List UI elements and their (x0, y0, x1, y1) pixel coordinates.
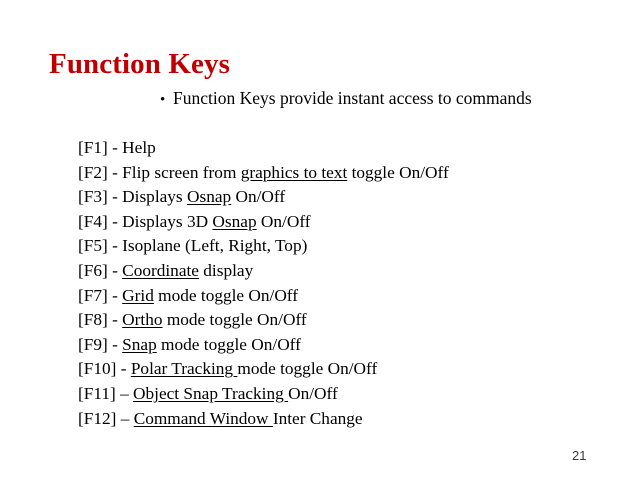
function-key-label: [F7] (78, 285, 108, 305)
function-key-label: [F5] (78, 236, 108, 256)
function-key-term-underlined: Snap (122, 334, 157, 354)
function-key-term-underlined: Object Snap Tracking (133, 383, 289, 403)
function-key-description-post: mode toggle On/Off (162, 310, 307, 330)
function-key-label: [F11] (78, 383, 116, 403)
function-key-description-post: mode toggle On/Off (237, 359, 378, 379)
function-key-description-post: toggle On/Off (347, 162, 449, 182)
function-key-separator: - (107, 138, 123, 157)
function-key-description-post: On/Off (288, 383, 338, 403)
function-key-label: [F1] (78, 138, 108, 157)
function-key-separator: – (115, 383, 134, 403)
function-key-separator: – (116, 408, 134, 428)
function-key-term-underlined: Osnap (212, 211, 257, 231)
function-key-label: [F9] (78, 334, 108, 354)
function-key-row: [F3] - Displays Osnap On/Off (78, 185, 598, 210)
function-key-separator: - (107, 187, 123, 207)
function-key-description-pre: Displays (122, 187, 187, 207)
function-key-term-underlined: Command Window (133, 408, 273, 428)
function-key-description-pre: Displays 3D (122, 211, 213, 231)
function-key-label: [F4] (78, 211, 108, 231)
function-key-row: [F10] - Polar Tracking mode toggle On/Of… (78, 357, 598, 382)
function-key-label: [F8] (78, 310, 108, 330)
function-key-separator: - (107, 162, 123, 182)
function-key-row: [F8] - Ortho mode toggle On/Off (78, 308, 598, 333)
function-key-row: [F12] – Command Window Inter Change (78, 407, 598, 432)
function-key-term-underlined: Ortho (122, 310, 163, 330)
function-key-label: [F2] (78, 162, 108, 182)
function-key-description-pre: Isoplane (Left, Right, Top) (122, 236, 308, 256)
function-key-description-post: On/Off (231, 187, 286, 207)
function-key-term-underlined: Polar Tracking (130, 359, 238, 379)
function-key-row: [F11] – Object Snap Tracking On/Off (78, 382, 598, 407)
function-key-label: [F12] (78, 408, 117, 428)
function-key-term-underlined: Coordinate (122, 260, 199, 280)
lead-bullet-text: Function Keys provide instant access to … (173, 88, 532, 108)
function-key-description-post: On/Off (256, 211, 311, 231)
function-key-description-post: mode toggle On/Off (153, 285, 299, 305)
function-key-row: [F4] - Displays 3D Osnap On/Off (78, 210, 598, 235)
page-number: 21 (572, 448, 587, 463)
function-key-row: [F7] - Grid mode toggle On/Off (78, 284, 598, 309)
function-key-description-pre: Help (122, 138, 156, 157)
bullet-icon: • (160, 92, 166, 108)
function-key-row: [F9] - Snap mode toggle On/Off (78, 333, 598, 358)
function-key-description-post: Inter Change (272, 408, 363, 428)
function-key-term-underlined: Grid (122, 285, 154, 305)
function-key-separator: - (107, 236, 123, 256)
function-key-term-underlined: graphics to text (240, 162, 348, 182)
function-key-row: [F1] - Help (78, 136, 598, 161)
function-key-separator: - (107, 260, 123, 280)
function-key-row: [F6] - Coordinate display (78, 259, 598, 284)
function-key-separator: - (107, 285, 123, 305)
page-title: Function Keys (49, 48, 230, 81)
function-key-list: [F1] - Help[F2] - Flip screen from graph… (78, 136, 598, 431)
function-key-label: [F10] (78, 359, 117, 379)
function-key-label: [F3] (78, 187, 108, 207)
function-key-separator: - (116, 359, 131, 379)
function-key-separator: - (107, 334, 123, 354)
function-key-row: [F2] - Flip screen from graphics to text… (78, 161, 598, 186)
function-key-term-underlined: Osnap (186, 187, 232, 207)
function-key-description-pre: Flip screen from (122, 162, 241, 182)
function-key-row: [F5] - Isoplane (Left, Right, Top) (78, 234, 598, 259)
function-key-label: [F6] (78, 260, 108, 280)
function-key-description-post: display (198, 260, 254, 280)
function-key-separator: - (107, 310, 123, 330)
lead-bullet-line: • Function Keys provide instant access to… (160, 87, 532, 111)
function-key-description-post: mode toggle On/Off (156, 334, 301, 354)
function-key-separator: - (107, 211, 123, 231)
